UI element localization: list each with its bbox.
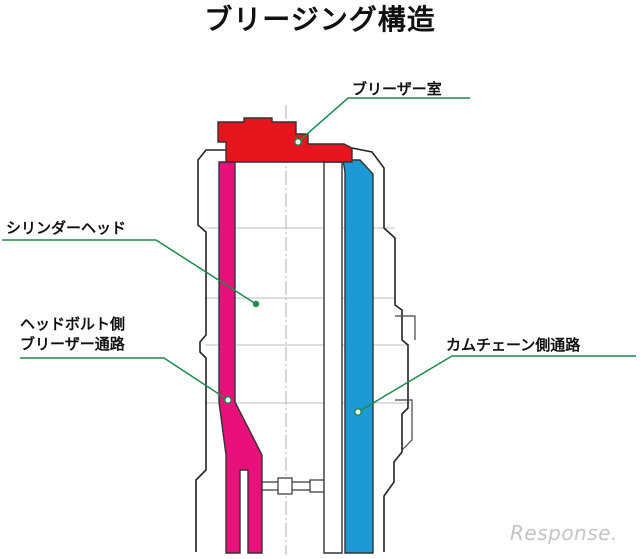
leader-head <box>2 239 257 305</box>
leader-dot <box>294 138 302 146</box>
leader-cam <box>357 355 636 413</box>
label-cylinder-head: シリンダーヘッド <box>6 219 127 237</box>
label-headbolt-breather: ヘッドボルト側 ブリーザー通路 <box>20 314 125 354</box>
bottom-nut <box>277 477 293 495</box>
label-headbolt-line2: ブリーザー通路 <box>20 335 125 353</box>
label-breather-chamber: ブリーザー室 <box>352 80 442 98</box>
housing-outline-left <box>195 149 232 552</box>
headbolt-column <box>323 161 343 554</box>
leader-dot <box>224 396 232 404</box>
breather-chamber <box>217 117 353 163</box>
leader-breather <box>297 97 470 143</box>
response-watermark-logo: Response. <box>510 521 618 545</box>
label-camchain-passage: カムチェーン側通路 <box>446 336 581 354</box>
label-headbolt-line1: ヘッドボルト側 <box>20 315 126 333</box>
housing-outline-right <box>351 147 409 552</box>
housing-detail <box>395 315 416 451</box>
page-title: ブリージング構造 <box>204 3 436 36</box>
leader-dot <box>354 408 362 416</box>
leader-bolt <box>20 357 229 401</box>
headbolt-breather-passage <box>218 161 263 554</box>
camchain-passage <box>342 159 374 554</box>
leader-dot <box>252 300 260 308</box>
